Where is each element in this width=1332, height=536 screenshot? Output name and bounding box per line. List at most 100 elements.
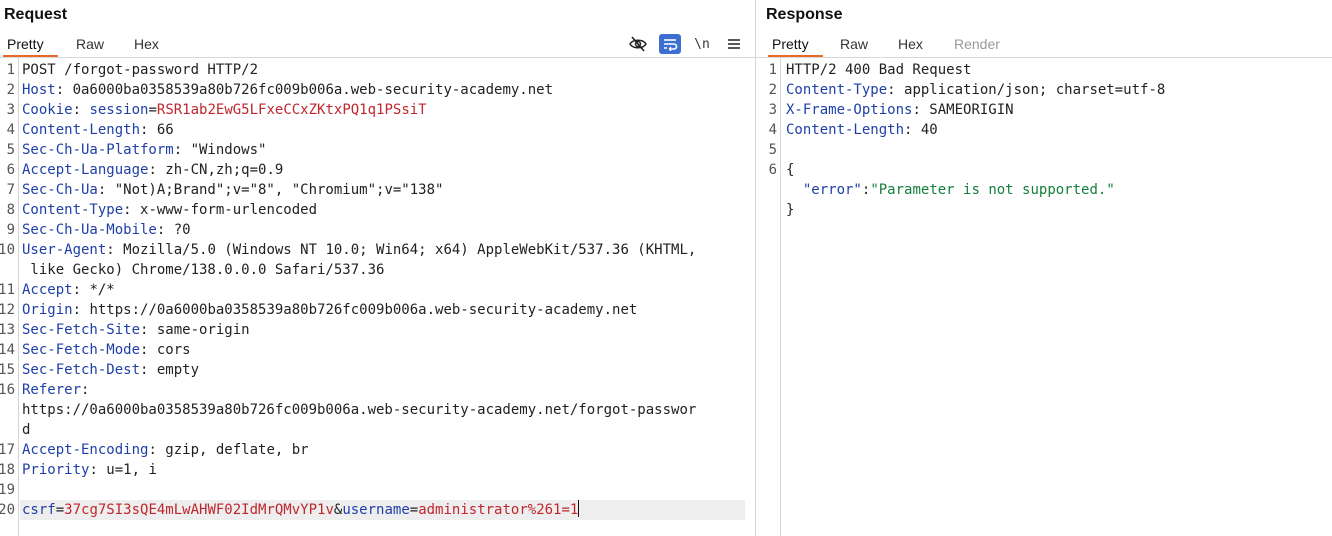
code-line: Cookie: session=RSR1ab2EwG5LFxeCCxZKtxPQ… <box>22 100 427 120</box>
code-line: POST /forgot-password HTTP/2 <box>22 60 258 80</box>
header-name: X-Frame-Options <box>786 102 913 118</box>
line-number: 7 <box>6 182 15 198</box>
code-line: Content-Type: x-www-form-urlencoded <box>22 200 317 220</box>
line-number: 6 <box>6 162 15 178</box>
header-value: 0a6000ba0358539a80b726fc009b006a.web-sec… <box>72 82 554 98</box>
header-value: u=1, i <box>106 462 157 478</box>
start-line: POST /forgot-password HTTP/2 <box>22 62 259 78</box>
json-brace: { <box>786 162 795 178</box>
code-line: { <box>786 160 794 180</box>
code-line: https://0a6000ba0358539a80b726fc009b006a… <box>22 400 696 420</box>
header-value: zh-CN,zh;q=0.9 <box>165 162 284 178</box>
header-colon: : <box>148 162 166 178</box>
code-line: Referer: <box>22 380 98 400</box>
line-number: 6 <box>768 162 777 178</box>
header-colon: : <box>72 282 90 298</box>
header-name: Origin <box>22 302 73 318</box>
param-equals: = <box>409 502 419 518</box>
tab-raw[interactable]: Raw <box>76 36 105 52</box>
cookie-equals: = <box>148 102 157 118</box>
header-colon: : <box>123 202 141 218</box>
tab-render[interactable]: Render <box>954 36 1000 52</box>
header-colon: : <box>81 382 98 398</box>
line-number: 20 <box>0 502 15 518</box>
show-newlines-button[interactable]: \n <box>694 36 710 52</box>
line-number: 11 <box>0 282 15 298</box>
param-name: csrf <box>22 502 56 518</box>
code-line: User-Agent: Mozilla/5.0 (Windows NT 10.0… <box>22 240 696 260</box>
line-number: 4 <box>768 122 777 138</box>
tab-pretty[interactable]: Pretty <box>768 33 823 57</box>
word-wrap-icon[interactable] <box>659 34 681 54</box>
header-colon: : <box>140 362 157 378</box>
header-colon: : <box>887 82 905 98</box>
json-colon: : <box>861 182 871 198</box>
menu-icon[interactable] <box>723 34 745 54</box>
header-colon: : <box>55 82 73 98</box>
header-name: Sec-Fetch-Dest <box>22 362 141 378</box>
header-colon: : <box>72 102 90 118</box>
code-line: Sec-Fetch-Dest: empty <box>22 360 199 380</box>
code-line: Sec-Ch-Ua-Platform: "Windows" <box>22 140 266 160</box>
tab-raw[interactable]: Raw <box>840 36 869 52</box>
line-number: 3 <box>768 102 777 118</box>
param-value: 37cg7SI3sQE4mLwAHWF02IdMrQMvYP1v <box>64 502 334 518</box>
header-value: x-www-form-urlencoded <box>140 202 318 218</box>
response-title: Response <box>766 6 843 23</box>
param-equals: = <box>55 502 65 518</box>
code-line: Content-Type: application/json; charset=… <box>786 80 1165 100</box>
code-line: Accept-Encoding: gzip, deflate, br <box>22 440 309 460</box>
code-line: Sec-Ch-Ua-Mobile: ?0 <box>22 220 191 240</box>
param-separator: & <box>333 502 343 518</box>
wrapped-text: d <box>22 422 31 438</box>
start-line: HTTP/2 400 Bad Request <box>786 62 972 78</box>
code-line: Content-Length: 40 <box>786 120 938 140</box>
tab-hex[interactable]: Hex <box>134 36 159 52</box>
header-value: "Not)A;Brand";v="8", "Chromium";v="138" <box>114 182 444 198</box>
current-line-highlight <box>20 500 745 520</box>
header-name: Cookie <box>22 102 73 118</box>
line-number: 4 <box>6 122 15 138</box>
code-line: Sec-Fetch-Site: same-origin <box>22 320 250 340</box>
header-colon: : <box>140 122 157 138</box>
header-value: application/json; charset=utf-8 <box>904 82 1166 98</box>
code-line: HTTP/2 400 Bad Request <box>786 60 971 80</box>
line-number: 5 <box>768 142 777 158</box>
text-cursor <box>578 500 580 517</box>
line-number: 13 <box>0 322 15 338</box>
header-name: User-Agent <box>22 242 107 258</box>
tab-hex[interactable]: Hex <box>898 36 923 52</box>
header-colon: : <box>89 462 107 478</box>
header-name: Content-Length <box>22 122 141 138</box>
pane-divider[interactable] <box>755 0 756 536</box>
code-line: Accept: */* <box>22 280 115 300</box>
cookie-name: session <box>89 102 149 118</box>
header-value: "Windows" <box>190 142 267 158</box>
header-name: Accept-Encoding <box>22 442 149 458</box>
code-line: csrf=37cg7SI3sQE4mLwAHWF02IdMrQMvYP1v&us… <box>22 500 580 520</box>
header-colon: : <box>140 342 157 358</box>
request-title: Request <box>4 6 68 23</box>
header-value: gzip, deflate, br <box>165 442 309 458</box>
header-name: Accept-Language <box>22 162 149 178</box>
line-number: 18 <box>0 462 15 478</box>
tab-pretty[interactable]: Pretty <box>3 33 58 57</box>
header-colon: : <box>904 122 921 138</box>
indent <box>786 182 803 198</box>
line-number: 17 <box>0 442 15 458</box>
code-line: Content-Length: 66 <box>22 120 174 140</box>
header-colon: : <box>156 222 174 238</box>
line-number: 15 <box>0 362 15 378</box>
hide-nonprinting-eye-icon[interactable] <box>627 34 649 54</box>
code-line: "error":"Parameter is not supported." <box>786 180 1115 200</box>
header-colon: : <box>912 102 930 118</box>
header-value: 66 <box>156 122 174 138</box>
wrapped-text: like Gecko) Chrome/138.0.0.0 Safari/537.… <box>22 262 385 278</box>
code-line: d <box>22 420 30 440</box>
